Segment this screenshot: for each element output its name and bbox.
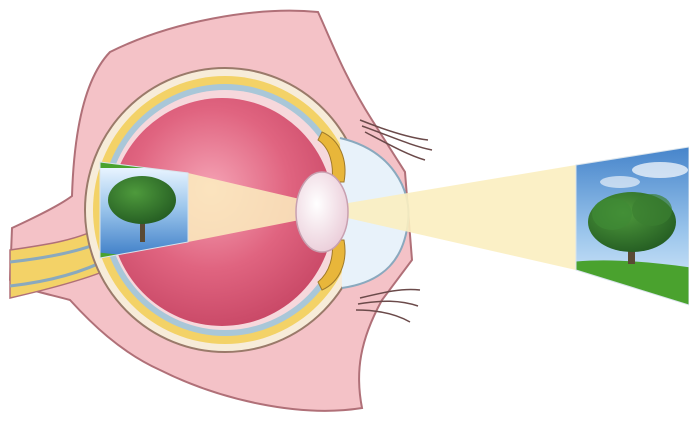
lens bbox=[296, 172, 348, 252]
tree-scene-object bbox=[570, 140, 689, 310]
